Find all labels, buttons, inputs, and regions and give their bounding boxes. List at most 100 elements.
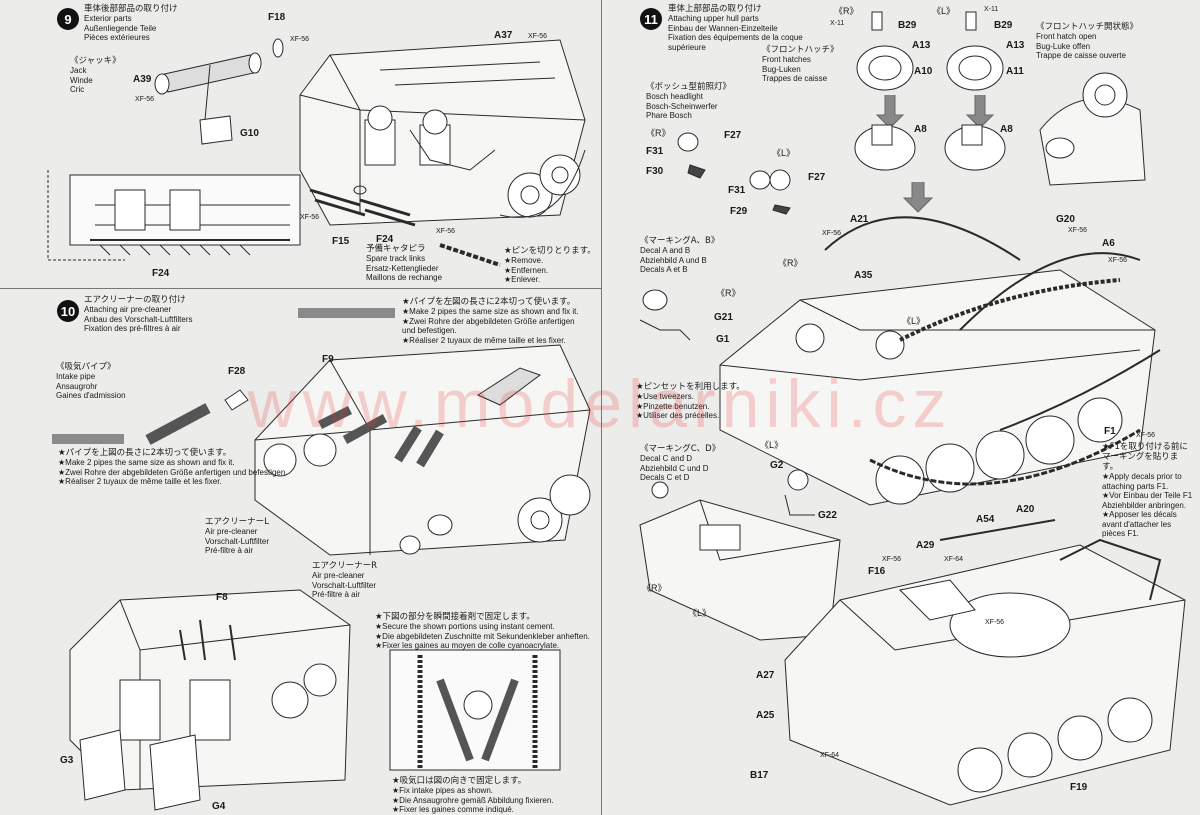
part-label: A25	[756, 710, 775, 721]
side-label: 《L》	[902, 316, 926, 326]
decal-before-f1-note: ★F1を取り付ける前にマーキングを貼ります。 ★Apply decals pri…	[1102, 442, 1193, 538]
side-label: 《R》	[778, 258, 803, 268]
step11-hull-drawing	[640, 12, 1185, 805]
side-label: 《L》	[760, 440, 784, 450]
step10-engine-drawing	[70, 345, 590, 810]
step-9-number: 9	[57, 8, 79, 30]
side-label: 《R》	[834, 6, 859, 16]
paint-label: XF-56	[135, 96, 155, 103]
part-label: A10	[914, 66, 933, 77]
part-label: F9	[322, 354, 334, 365]
part-label: F8	[216, 592, 228, 603]
part-label: F27	[724, 130, 742, 141]
paint-label: XF-56	[985, 619, 1005, 626]
part-label: F18	[268, 12, 286, 23]
part-label: A8	[914, 124, 927, 135]
side-label: 《L》	[772, 148, 796, 158]
side-label: 《L》	[932, 6, 956, 16]
remove-pin-note: ★ピンを切りとります。 ★Remove. ★Entfernen. ★Enleve…	[504, 246, 596, 284]
pipe-length-note: ★パイプを左図の長さに2本切って使います。 ★Make 2 pipes the …	[402, 297, 579, 345]
intake-direction-note: ★吸気口は図の向きで固定します。 ★Fix intake pipes as sh…	[392, 776, 554, 814]
part-label: A29	[916, 540, 935, 551]
part-label: F28	[228, 366, 246, 377]
part-label: F16	[868, 566, 886, 577]
part-label: G2	[770, 460, 784, 471]
air-cleaner-right-caption: エアクリーナーR Air pre-cleaner Vorschalt-Luftf…	[312, 561, 377, 599]
part-label: G3	[60, 755, 74, 766]
bosch-headlight-caption: 《ボッシュ型前照灯》 Bosch headlight Bosch-Scheinw…	[646, 82, 732, 120]
part-label: G1	[716, 334, 730, 345]
part-label: G20	[1056, 214, 1075, 225]
step-10-number: 10	[57, 300, 79, 322]
instant-cement-note: ★下図の部分を瞬間接着剤で固定します。 ★Secure the shown po…	[375, 612, 590, 650]
part-label: A35	[854, 270, 873, 281]
part-label: F15	[332, 236, 350, 247]
part-label: G21	[714, 312, 733, 323]
step-11-number: 11	[640, 8, 662, 30]
intake-pipe-caption: 《吸気パイプ》 Intake pipe Ansaugrohr Gaines d'…	[56, 362, 126, 400]
part-label: A6	[1102, 238, 1115, 249]
pipe-length-gauge	[52, 434, 124, 444]
pipe-length-note-2: ★パイプを上図の長さに2本切って使います。 ★Make 2 pipes the …	[58, 448, 288, 486]
part-label: A37	[494, 30, 513, 41]
marking-ab-caption: 《マーキングA、B》 Decal A and B Abziehbild A un…	[640, 236, 720, 274]
part-label: G22	[818, 510, 837, 521]
part-label: F24	[376, 234, 394, 245]
paint-label: XF-56	[882, 556, 902, 563]
part-label: B29	[898, 20, 917, 31]
part-label: F27	[808, 172, 826, 183]
marking-cd-caption: 《マーキングC、D》 Decal C and D Abziehbild C un…	[640, 444, 721, 482]
part-label: F24	[152, 268, 170, 279]
spare-track-caption: 予備キャタピラ Spare track links Ersatz-Ketteng…	[366, 244, 443, 282]
part-label: A27	[756, 670, 775, 681]
paint-label: XF-64	[944, 556, 964, 563]
paint-label: XF-56	[300, 214, 320, 221]
paint-label: XF-56	[1068, 227, 1088, 234]
paint-label: X-11	[984, 6, 999, 13]
paint-label: XF-56	[822, 230, 842, 237]
part-label: F1	[1104, 426, 1116, 437]
step-9-title: 車体後部部品の取り付け Exterior parts Außenliegende…	[84, 4, 178, 42]
part-label: B29	[994, 20, 1013, 31]
part-label: F31	[646, 146, 664, 157]
air-cleaner-left-caption: エアクリーナーL Air pre-cleaner Vorschalt-Luftf…	[205, 517, 270, 555]
part-label: A13	[1006, 40, 1025, 51]
step-divider	[0, 288, 601, 289]
part-label: A11	[1006, 66, 1024, 77]
front-hatch-caption: 《フロントハッチ》 Front hatches Bug-Luken Trappe…	[762, 45, 839, 83]
part-label: A21	[850, 214, 869, 225]
side-label: 《L》	[688, 608, 712, 618]
part-label: F19	[1070, 782, 1088, 793]
paint-label: X-11	[830, 20, 845, 27]
front-hatch-open-caption: 《フロントハッチ開状態》 Front hatch open Bug-Luke o…	[1036, 22, 1139, 60]
side-label: 《R》	[716, 288, 741, 298]
paint-label: XF-56	[1108, 257, 1128, 264]
tweezers-note: ★ピンセットを利用します。 ★Use tweezers. ★Pinzette b…	[636, 382, 745, 420]
side-label: 《R》	[642, 583, 667, 593]
part-label: B17	[750, 770, 769, 781]
part-label: G10	[240, 128, 259, 139]
step9-hull-drawing	[48, 39, 585, 265]
side-label: 《R》	[646, 128, 671, 138]
jack-caption: 《ジャッキ》 Jack Winde Cric	[70, 56, 121, 94]
step-11-title: 車体上部部品の取り付け Attaching upper hull parts E…	[668, 4, 803, 52]
part-label: F30	[646, 166, 664, 177]
part-label: A54	[976, 514, 995, 525]
part-label: F31	[728, 185, 746, 196]
pipe-length-gauge	[298, 308, 395, 318]
paint-label: XF-56	[1136, 432, 1156, 439]
step-10-title: エアクリーナーの取り付け Attaching air pre-cleaner A…	[84, 295, 193, 333]
part-label: A8	[1000, 124, 1013, 135]
paint-label: XF-64	[820, 752, 840, 759]
column-divider	[601, 0, 602, 815]
part-label: A20	[1016, 504, 1035, 515]
paint-label: XF-56	[436, 228, 456, 235]
part-label: G4	[212, 801, 226, 812]
part-label: A39	[133, 74, 152, 85]
paint-label: XF-56	[528, 33, 548, 40]
paint-label: XF-56	[290, 36, 310, 43]
part-label: F29	[730, 206, 748, 217]
part-label: A13	[912, 40, 931, 51]
